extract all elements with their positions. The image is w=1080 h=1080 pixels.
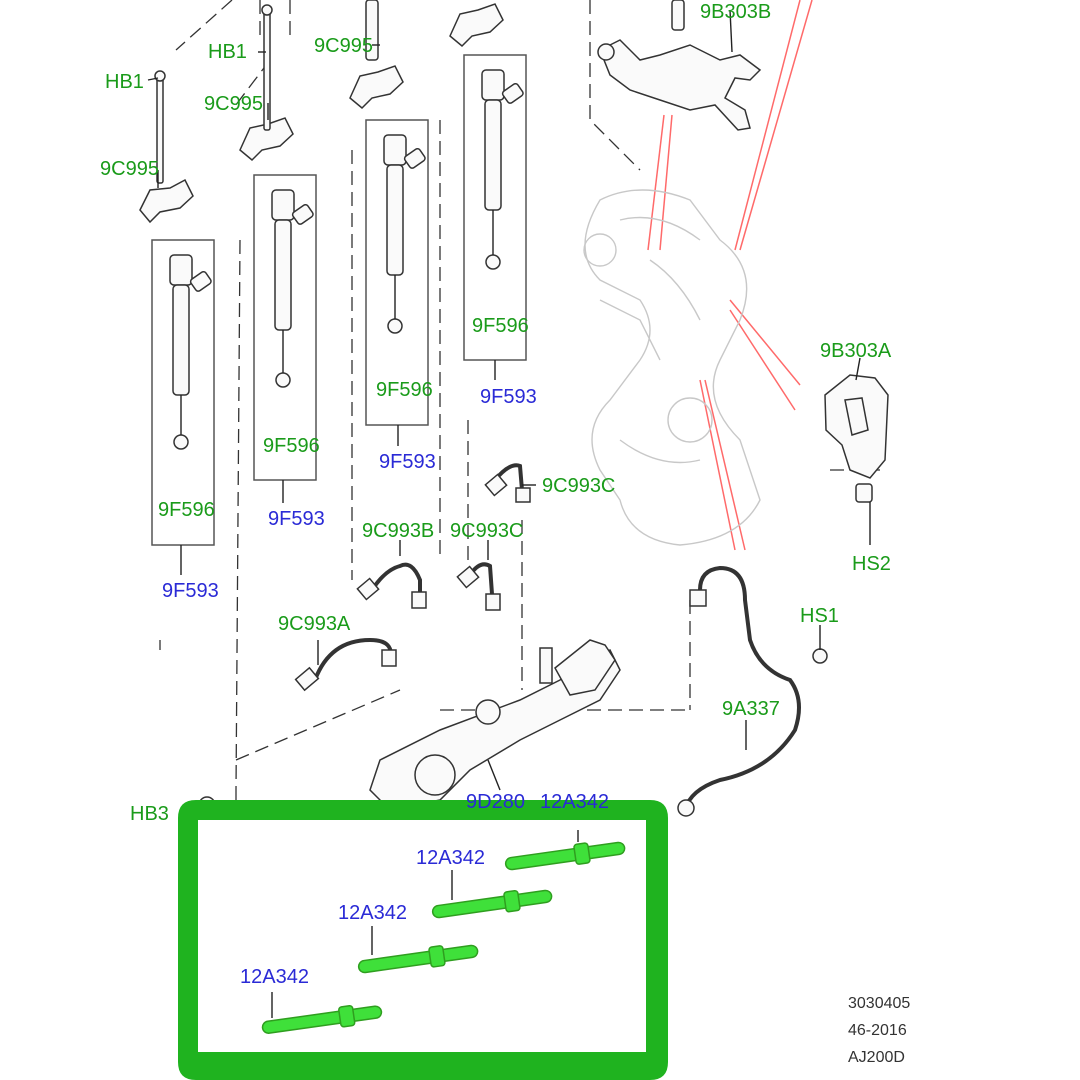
- bracket-9b303b: [597, 0, 762, 131]
- label-9c995-middle: 9C995: [204, 93, 263, 115]
- label-9a337: 9A337: [722, 698, 780, 720]
- fuel-injector-1: [169, 254, 212, 450]
- label-12a342-3: 12A342: [240, 966, 309, 988]
- engine-block-outline: [583, 189, 761, 546]
- label-9c993c-upper: 9C993C: [542, 475, 615, 497]
- label-9f596-4: 9F596: [472, 315, 529, 337]
- label-hs1: HS1: [800, 605, 839, 627]
- fuel-injector-3: [383, 134, 426, 334]
- glow-plug-3: [357, 926, 479, 974]
- fuel-injector-2: [271, 189, 314, 388]
- reference-code: 3030405 46-2016 AJ200D: [848, 995, 910, 1066]
- fuel-rail: [369, 639, 621, 811]
- label-12a342-1: 12A342: [416, 847, 485, 869]
- label-9f593-1: 9F593: [162, 580, 219, 602]
- glow-plug-2: [431, 870, 553, 919]
- reference-line-1: 3030405: [848, 995, 910, 1012]
- label-hb3: HB3: [130, 803, 169, 825]
- label-12a342-2: 12A342: [338, 902, 407, 924]
- label-9f596-2: 9F596: [263, 435, 320, 457]
- label-12a342-top: 12A342: [540, 791, 609, 813]
- label-9f593-2: 9F593: [268, 508, 325, 530]
- glow-plug-highlight: [178, 800, 668, 1080]
- leader-lines: [147, 9, 871, 811]
- label-9c995-top: 9C995: [314, 35, 373, 57]
- red-callout-lines: [647, 0, 813, 551]
- part-labels: HB1 HB1 9C995 9C995 9C995 9B303B 9B303A …: [100, 1, 892, 988]
- reference-line-2: 46-2016: [848, 1022, 907, 1039]
- bracket-9b303a: [824, 374, 889, 503]
- fuel-pipes: [294, 463, 828, 817]
- label-9c993a: 9C993A: [278, 613, 351, 635]
- label-9b303a: 9B303A: [820, 340, 892, 362]
- hold-down-bolts: [154, 4, 273, 184]
- label-9c993c-lower: 9C993C: [450, 520, 523, 542]
- injector-boxes: [151, 54, 527, 546]
- label-9f593-3: 9F593: [379, 451, 436, 473]
- label-hs2: HS2: [852, 553, 891, 575]
- label-9c995-left: 9C995: [100, 158, 159, 180]
- label-9f596-3: 9F596: [376, 379, 433, 401]
- label-9f596-1: 9F596: [158, 499, 215, 521]
- reference-line-3: AJ200D: [848, 1049, 905, 1066]
- label-9b303b: 9B303B: [700, 1, 771, 23]
- fuel-injector-4: [481, 69, 524, 270]
- label-9f593-4: 9F593: [480, 386, 537, 408]
- label-9d280: 9D280: [466, 791, 525, 813]
- glow-plug-1: [504, 830, 626, 871]
- label-hb1-upper: HB1: [208, 41, 247, 63]
- label-9c993b: 9C993B: [362, 520, 434, 542]
- label-hb1-left: HB1: [105, 71, 144, 93]
- glow-plug-4: [261, 992, 383, 1034]
